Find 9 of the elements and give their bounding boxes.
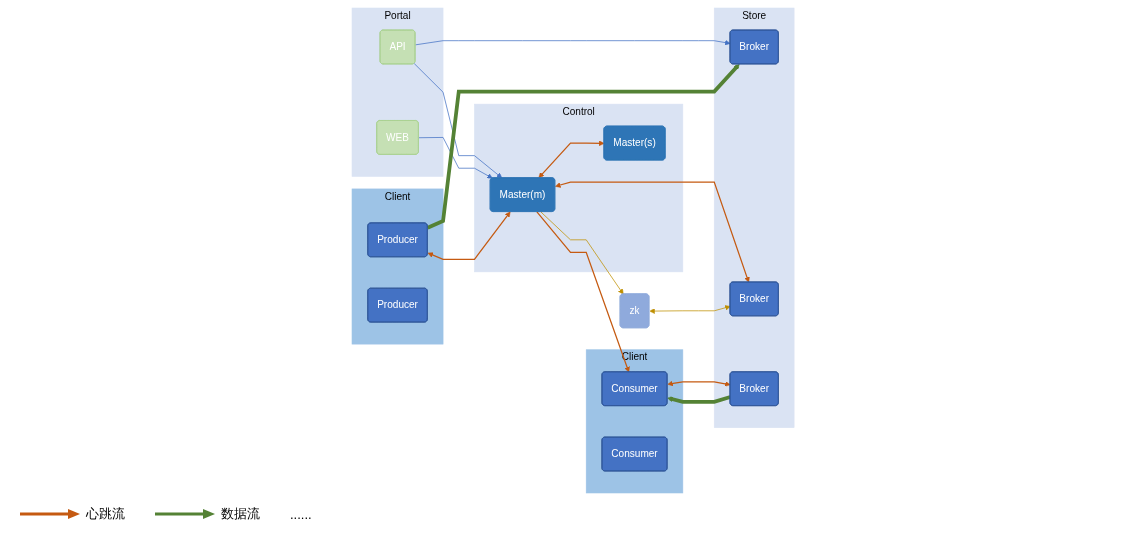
arrow (538, 140, 605, 178)
arrow (667, 380, 731, 387)
arrow (555, 180, 750, 282)
legend-text: 数据流 (221, 505, 260, 523)
legend-text: 心跳流 (86, 505, 125, 523)
arrow (427, 211, 511, 260)
arrow (667, 394, 731, 404)
ellipsis-note: ...... (290, 506, 312, 522)
arrow (426, 63, 740, 229)
